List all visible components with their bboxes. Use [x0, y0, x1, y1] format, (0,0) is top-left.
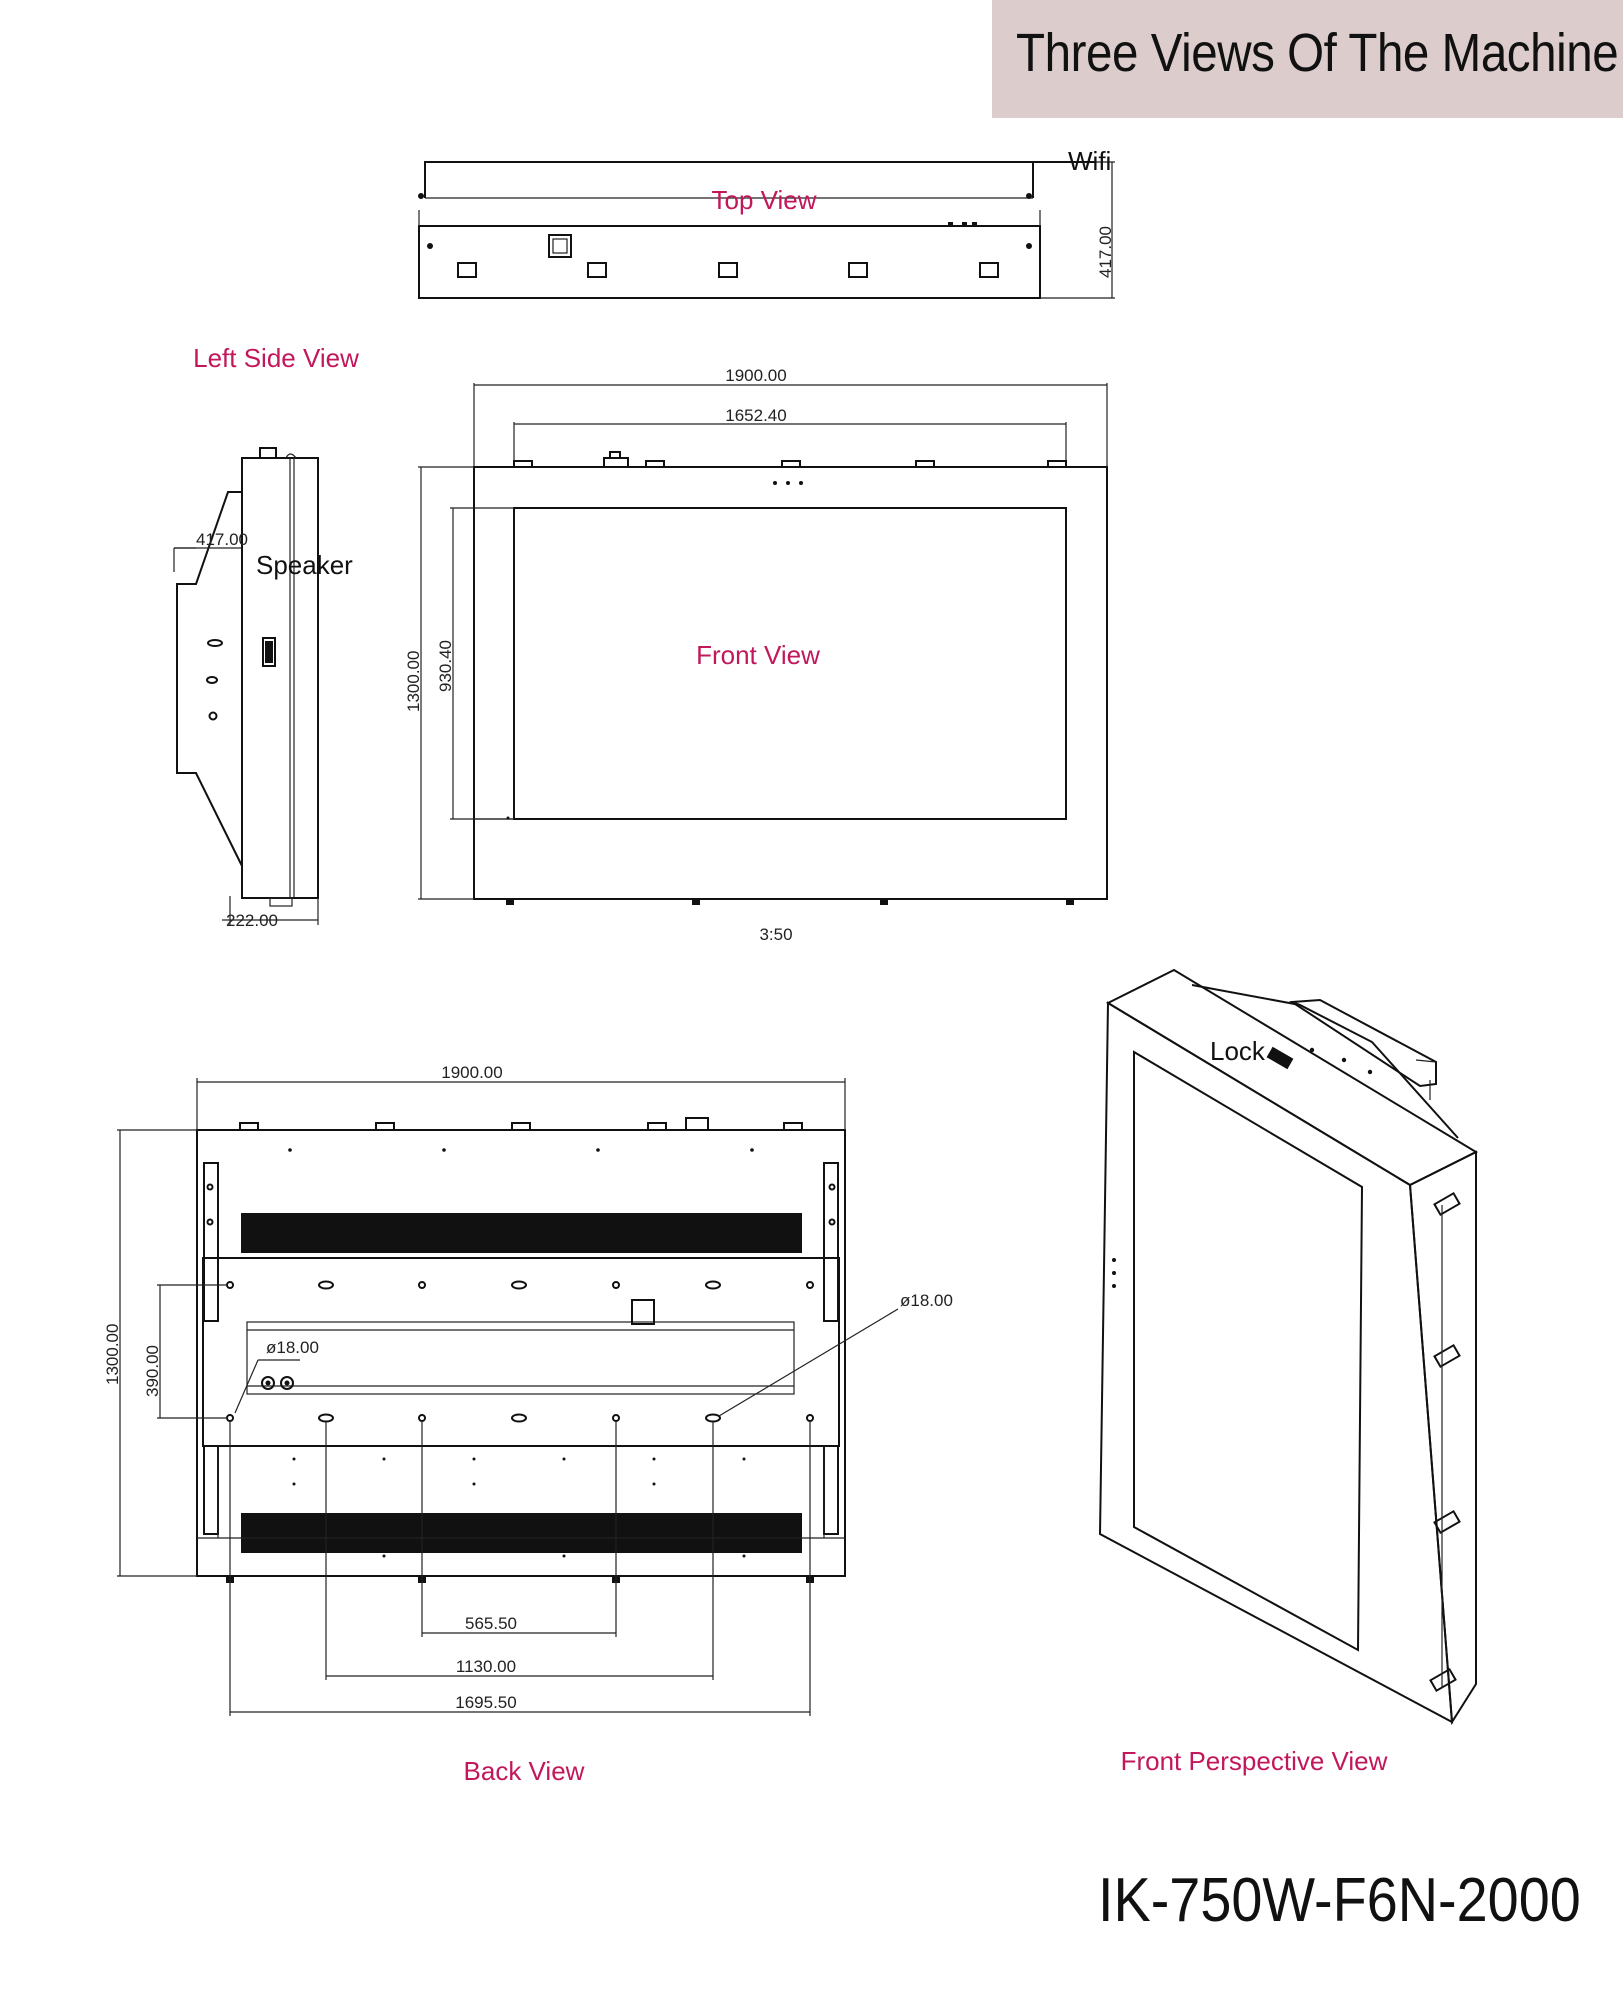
front-height-dim: 1300.00	[404, 651, 423, 712]
side-bottom-dim: 222.00	[226, 911, 278, 930]
speaker-callout: Speaker	[256, 550, 353, 580]
front-view-label: Front View	[696, 640, 820, 670]
back-hole-height-dim: 390.00	[143, 1345, 162, 1397]
span-small-dim: 565.50	[465, 1614, 517, 1633]
span-mid-dim: 1130.00	[456, 1657, 516, 1676]
model-number: IK-750W-F6N-2000	[1098, 1866, 1581, 1935]
top-view: Wifi Top View 417.00	[418, 146, 1115, 299]
top-depth-dim: 417.00	[1096, 226, 1115, 278]
top-view-label: Top View	[711, 185, 816, 215]
left-side-view: Left Side View 417.00 Speaker 222.00	[173, 343, 359, 930]
back-width-dim: 1900.00	[441, 1063, 502, 1082]
hole-diameter-right: ø18.00	[900, 1291, 953, 1310]
left-side-view-label: Left Side View	[193, 343, 359, 373]
hole-diameter-left: ø18.00	[266, 1338, 319, 1357]
front-view: 1900.00 1652.40 1300.00 930.40 3:50 Fron…	[404, 366, 1108, 944]
side-depth-dim: 417.00	[196, 530, 248, 549]
front-width-dim: 1900.00	[725, 366, 786, 385]
wifi-callout: Wifi	[1068, 146, 1111, 176]
back-height-dim: 1300.00	[103, 1324, 122, 1385]
front-perspective-view: Lock Front Perspective View	[1098, 968, 1479, 1776]
front-perspective-view-label: Front Perspective View	[1121, 1746, 1388, 1776]
back-view: 1900.00 1300.00 390.00 ø18.00 ø18.00 565…	[103, 1063, 953, 1786]
back-view-label: Back View	[464, 1756, 585, 1786]
span-large-dim: 1695.50	[455, 1693, 516, 1712]
lock-callout: Lock	[1210, 1036, 1266, 1066]
front-inner-width-dim: 1652.40	[725, 406, 786, 425]
front-bottom-dim: 3:50	[759, 925, 792, 944]
front-inner-height-dim: 930.40	[436, 640, 455, 692]
title-banner	[992, 0, 1623, 118]
page-title: Three Views Of The Machine	[1016, 23, 1619, 83]
